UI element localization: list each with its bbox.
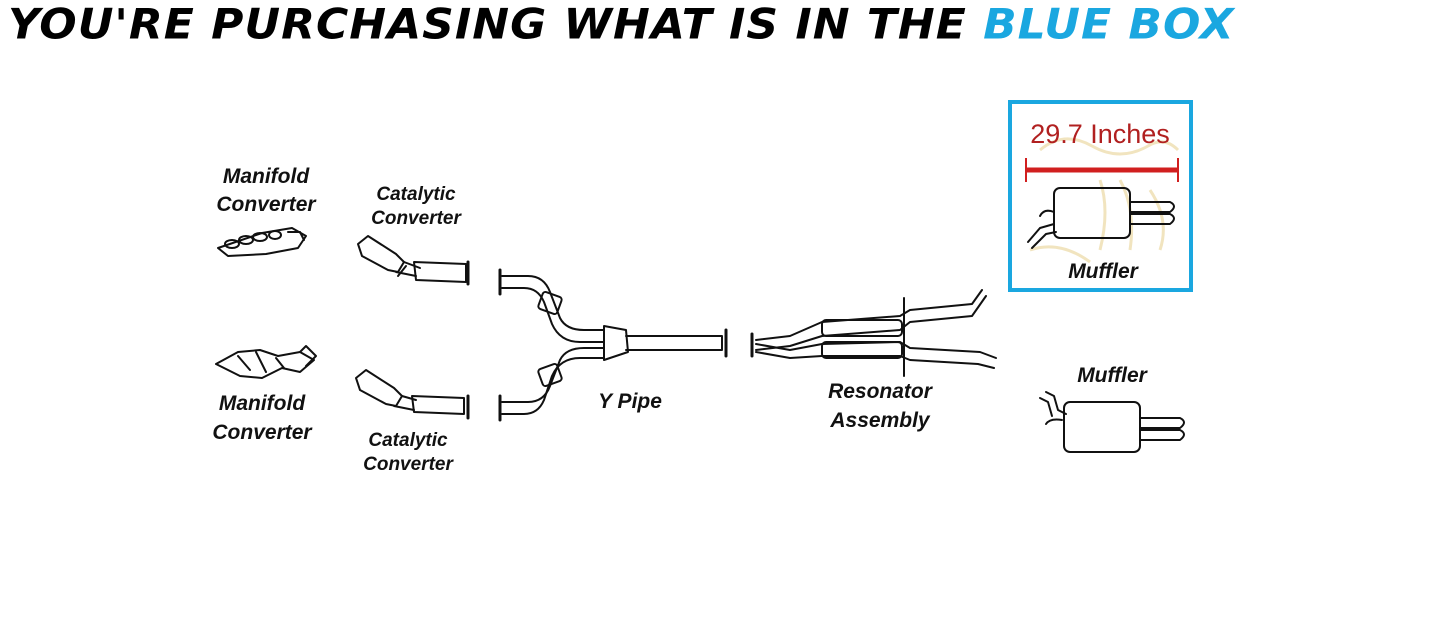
- banner-title: YOU'RE PURCHASING WHAT IS IN THE BLUE BO…: [8, 1, 1438, 50]
- resonator-label-line2: Assembly: [829, 409, 931, 432]
- catalytic-top-label-line1: Catalytic: [376, 184, 456, 205]
- banner-accent-text: BLUE BOX: [983, 0, 1235, 49]
- muffler-plain-label: Muffler: [1077, 364, 1148, 387]
- manifold-top-label-line1: Manifold: [223, 165, 310, 188]
- watermark-logo: [1029, 137, 1180, 264]
- muffler-boxed-label: Muffler: [1068, 260, 1139, 283]
- y-pipe-icon: [498, 268, 728, 422]
- resonator-label-line1: Resonator: [828, 380, 934, 403]
- catalytic-top-label-line2: Converter: [371, 208, 462, 229]
- catalytic-converter-top-icon: [357, 235, 470, 286]
- muffler-icon: [1039, 391, 1185, 453]
- catalytic-bottom-label-line1: Catalytic: [368, 430, 448, 451]
- catalytic-converter-bottom-icon: [355, 369, 470, 420]
- y-pipe-label: Y Pipe: [598, 390, 662, 413]
- boxed-muffler-icon: [1027, 187, 1175, 249]
- manifold-converter-top-icon: [217, 227, 307, 257]
- catalytic-bottom-label-line2: Converter: [363, 454, 454, 475]
- manifold-top-label-line2: Converter: [216, 193, 317, 216]
- dimension-label: 29.7 Inches: [1030, 119, 1170, 149]
- manifold-bottom-label-line1: Manifold: [219, 392, 306, 415]
- manifold-bottom-label-line2: Converter: [212, 421, 313, 444]
- banner-text: YOU'RE PURCHASING WHAT IS IN THE: [8, 0, 984, 49]
- resonator-assembly-icon: [750, 289, 997, 377]
- manifold-converter-bottom-icon: [215, 345, 317, 379]
- blue-box-highlight: 29.7 Inches Muffler: [1008, 100, 1193, 292]
